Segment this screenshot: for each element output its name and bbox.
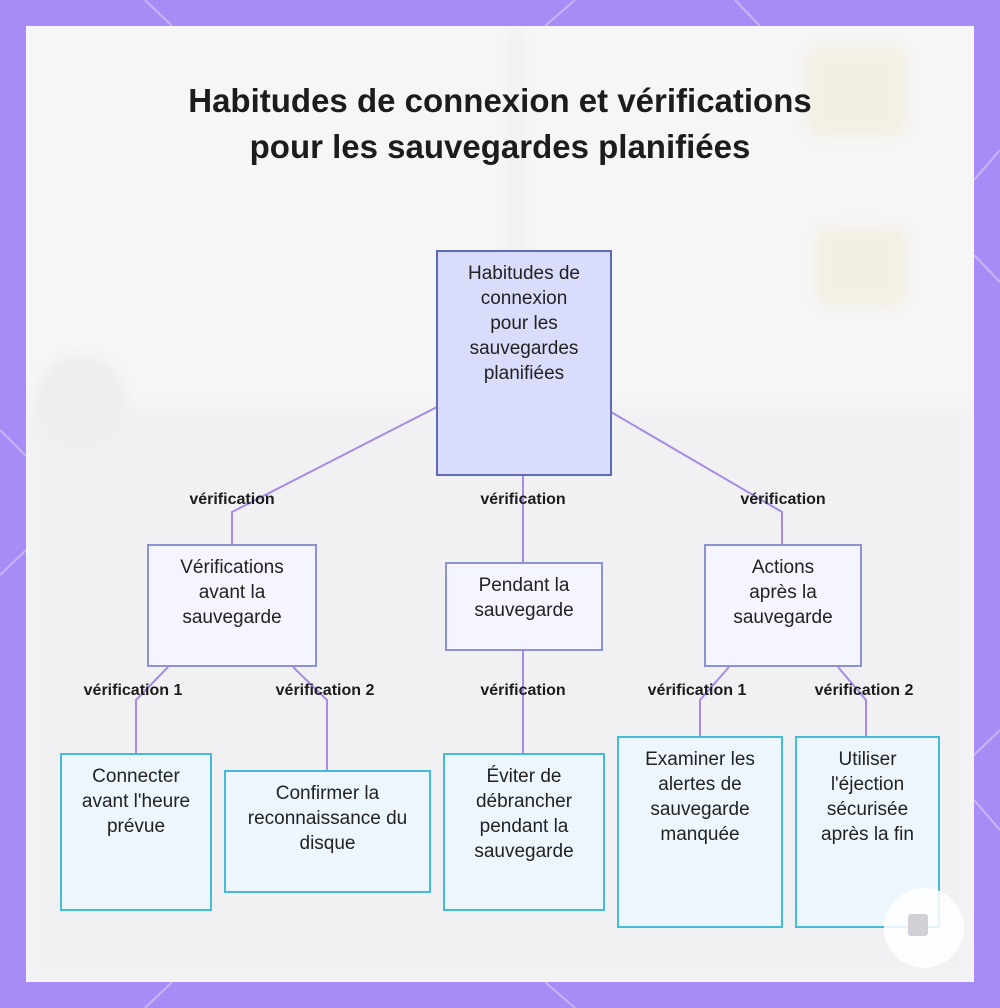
- edge-label-after-eject: vérification 2: [814, 682, 914, 699]
- node-root[interactable]: Habitudes de connexion pour les sauvegar…: [436, 250, 612, 476]
- node-after-backup-label: Actions après la sauvegarde: [733, 557, 833, 628]
- edge-label-root-before: vérification: [189, 491, 275, 508]
- node-connect-early[interactable]: Connecter avant l'heure prévue: [60, 753, 212, 911]
- edge-root-after: [610, 411, 783, 544]
- edge-label-after-alerts: vérification 1: [647, 682, 747, 699]
- node-safe-eject-label: Utiliser l'éjection sécurisée après la f…: [821, 749, 914, 845]
- node-during-backup[interactable]: Pendant la sauvegarde: [445, 562, 603, 651]
- blurred-background-divider: [512, 26, 520, 276]
- node-connect-early-label: Connecter avant l'heure prévue: [81, 766, 191, 837]
- edge-label-before-confirm: vérification 2: [275, 682, 375, 699]
- edge-after-alerts: [699, 666, 730, 737]
- edge-label-before-connect: vérification 1: [83, 682, 183, 699]
- node-avoid-unplug[interactable]: Éviter de débrancher pendant la sauvegar…: [443, 753, 605, 911]
- node-review-alerts-label: Examiner les alertes de sauvegarde manqu…: [645, 749, 755, 845]
- node-before-backup[interactable]: Vérifications avant la sauvegarde: [147, 544, 317, 667]
- watermark-badge: [884, 888, 964, 968]
- node-before-backup-label: Vérifications avant la sauvegarde: [180, 557, 284, 628]
- blurred-background-tile: [816, 226, 906, 306]
- node-during-backup-label: Pendant la sauvegarde: [474, 575, 574, 621]
- node-safe-eject[interactable]: Utiliser l'éjection sécurisée après la f…: [795, 736, 940, 928]
- node-confirm-disk[interactable]: Confirmer la reconnaissance du disque: [224, 770, 431, 893]
- edge-label-root-after: vérification: [740, 491, 826, 508]
- blurred-background-tile: [806, 46, 906, 136]
- node-avoid-unplug-label: Éviter de débrancher pendant la sauvegar…: [474, 766, 574, 862]
- edge-after-eject: [837, 666, 867, 737]
- edge-label-during-avoid: vérification: [480, 682, 566, 699]
- edge-before-confirm: [292, 666, 328, 771]
- edge-root-before: [231, 406, 438, 545]
- node-root-label: Habitudes de connexion pour les sauvegar…: [468, 263, 580, 384]
- edge-label-root-during: vérification: [480, 491, 566, 508]
- edge-before-connect: [135, 666, 169, 754]
- document-icon: [908, 914, 928, 936]
- diagram-title: Habitudes de connexion et vérifications …: [188, 82, 812, 165]
- node-confirm-disk-label: Confirmer la reconnaissance du disque: [247, 783, 408, 854]
- blurred-background-circle: [36, 356, 126, 446]
- node-review-alerts[interactable]: Examiner les alertes de sauvegarde manqu…: [617, 736, 783, 928]
- node-after-backup[interactable]: Actions après la sauvegarde: [704, 544, 862, 667]
